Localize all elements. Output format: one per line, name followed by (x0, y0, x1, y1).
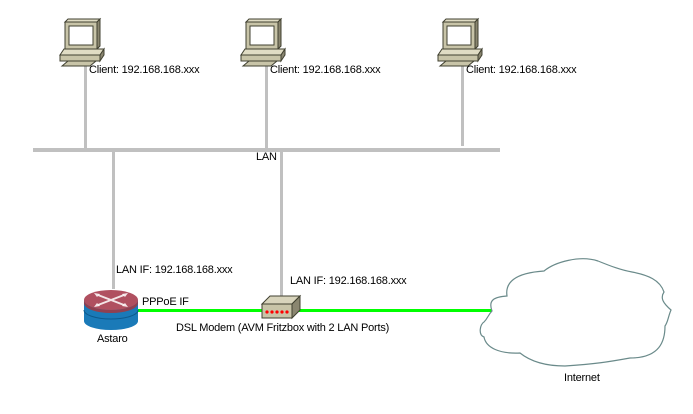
internet-label: Internet (564, 372, 600, 384)
modem-lan-link (280, 151, 283, 299)
dsl-modem-icon (260, 294, 302, 320)
client-1-link (84, 62, 87, 149)
firewall-lan-link (112, 151, 115, 289)
client-2-link (265, 62, 268, 149)
cloud-icon (479, 258, 672, 367)
workstation-icon (240, 17, 286, 67)
firewall-lan-if-label: LAN IF: 192.168.168.xxx (116, 264, 233, 276)
firewall-wan-if-label: PPPoE IF (142, 296, 189, 308)
workstation-icon (59, 17, 105, 67)
lan-bus-label: LAN (256, 151, 277, 163)
firewall-name-label: Astaro (97, 333, 128, 345)
router-icon (83, 290, 139, 330)
client-3-label: Client: 192.168.168.xxx (466, 64, 577, 76)
client-3-link (461, 62, 464, 146)
modem-name-label: DSL Modem (AVM Fritzbox with 2 LAN Ports… (176, 322, 390, 334)
workstation-icon (437, 17, 483, 67)
lan-bus-line (33, 148, 500, 152)
modem-lan-if-label: LAN IF: 192.168.168.xxx (290, 275, 407, 287)
wan-link-line (137, 309, 494, 312)
client-1-label: Client: 192.168.168.xxx (89, 64, 200, 76)
client-2-label: Client: 192.168.168.xxx (270, 64, 381, 76)
